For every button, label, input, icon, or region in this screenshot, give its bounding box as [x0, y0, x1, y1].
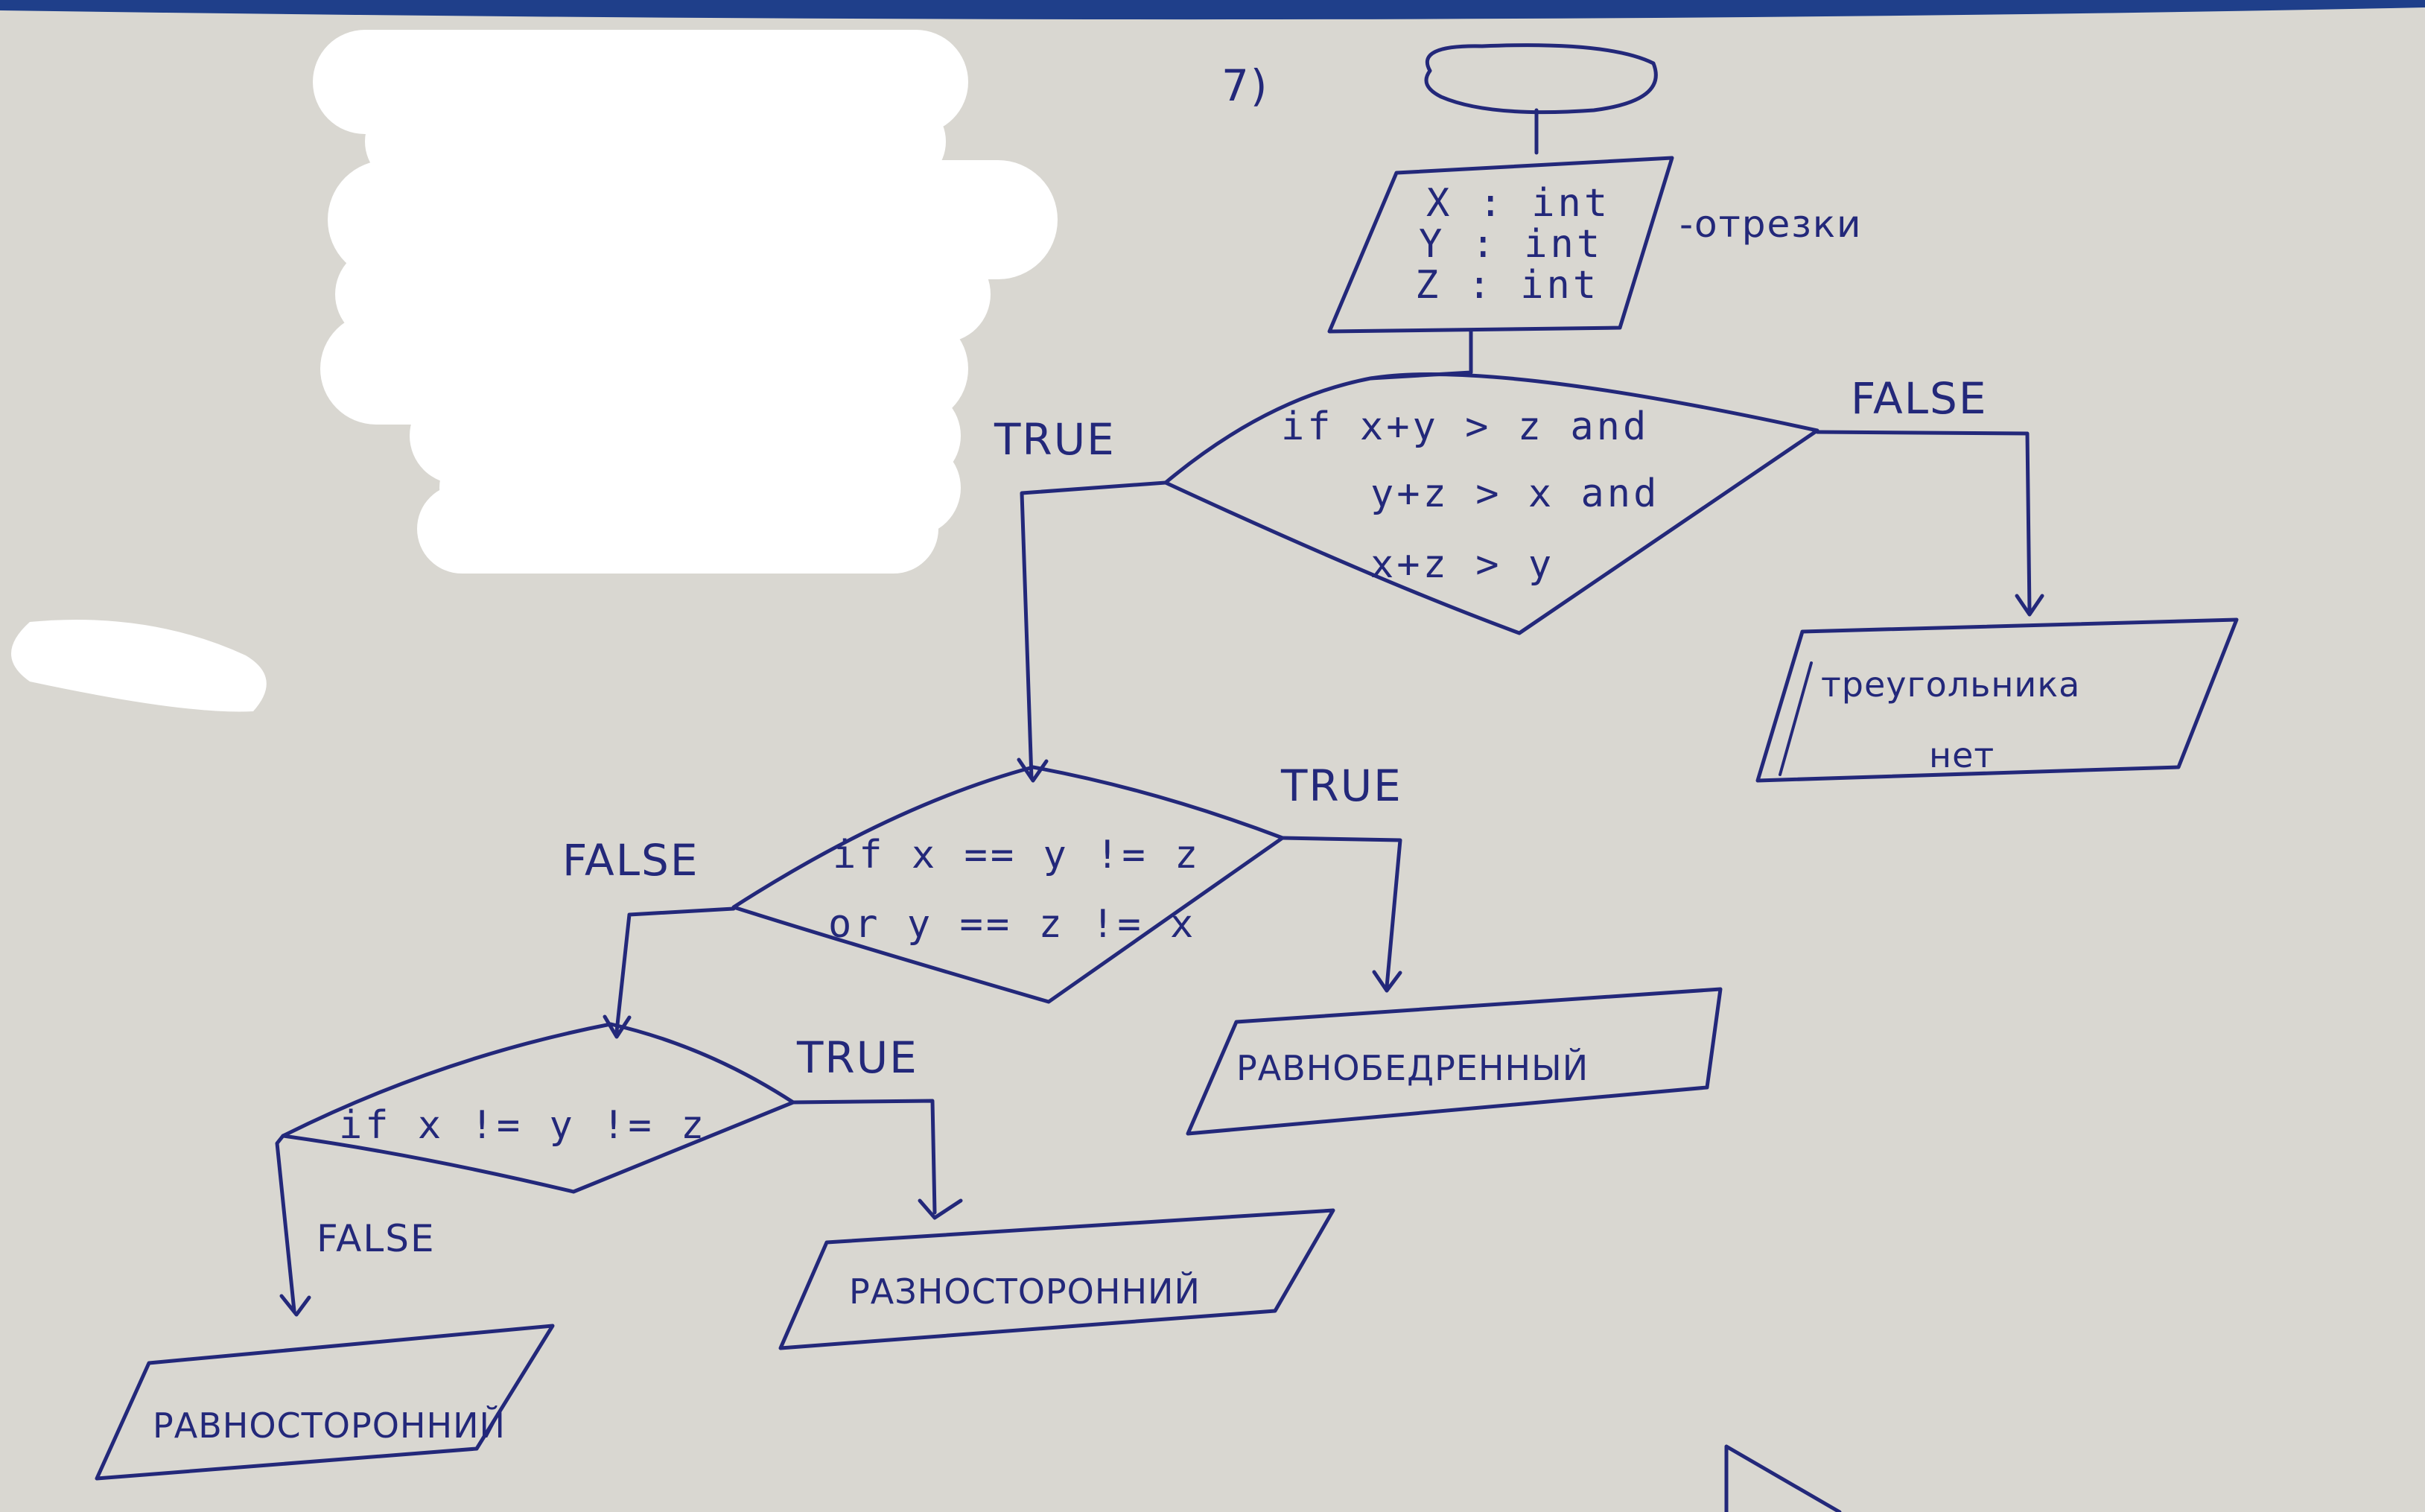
decision-triangle-line-3: x+z > y	[1370, 542, 1554, 587]
input-block: X : int Y : int Z : int -отрезки	[1327, 156, 1863, 334]
redaction-marks	[11, 30, 1058, 712]
input-line-y: Y : int	[1419, 222, 1603, 267]
start-terminal	[1424, 43, 1658, 155]
decision-scalene: if x != y != z TRUE FALSE	[281, 1022, 918, 1260]
decision-isosceles: if x == y != z or y == z != x TRUE FALSE	[562, 760, 1402, 1004]
output-equilateral: РАВНОСТОРОННИЙ	[95, 1324, 555, 1481]
diagram-number: 7)	[1221, 60, 1269, 111]
connector-true-isosceles	[1280, 836, 1402, 993]
decision-triangle-true-label: TRUE	[994, 414, 1116, 465]
input-line-z: Z : int	[1415, 263, 1599, 308]
input-note: -отрезки	[1679, 203, 1863, 246]
decision-scalene-true-label: TRUE	[796, 1032, 918, 1083]
decision-isosceles-line-2: or y == z != x	[828, 902, 1196, 947]
output-no-triangle-line-1: треугольника	[1821, 664, 2080, 705]
decision-isosceles-true-label: TRUE	[1280, 760, 1402, 811]
partial-shape-edge	[1724, 1444, 1842, 1512]
output-no-triangle-line-2: нет	[1929, 735, 1995, 775]
connector-input-to-decision	[1368, 329, 1473, 381]
decision-scalene-line-1: if x != y != z	[339, 1103, 707, 1148]
top-strip	[0, 0, 2425, 20]
connector-false-no-triangle	[1815, 430, 2044, 617]
connector-false-scalene	[275, 1134, 311, 1317]
decision-isosceles-line-1: if x == y != z	[833, 833, 1201, 877]
output-no-triangle: треугольника нет	[1755, 617, 2239, 783]
decision-scalene-false-label: FALSE	[317, 1217, 436, 1260]
decision-triangle-exists: if x+y > z and y+z > x and x+z > y TRUE …	[994, 372, 1988, 635]
decision-isosceles-false-label: FALSE	[562, 835, 699, 886]
input-line-x: X : int	[1426, 181, 1610, 226]
output-isosceles: РАВНОБЕДРЕННЫЙ	[1186, 987, 1723, 1136]
connector-true-scalene	[791, 1099, 963, 1220]
connector-true-to-isosceles	[1017, 480, 1168, 783]
output-scalene: РАЗНОСТОРОННИЙ	[778, 1208, 1335, 1350]
output-equilateral-text: РАВНОСТОРОННИЙ	[153, 1405, 506, 1446]
output-isosceles-text: РАВНОБЕДРЕННЫЙ	[1236, 1048, 1589, 1088]
decision-triangle-line-1: if x+y > z and	[1281, 404, 1649, 449]
decision-triangle-line-2: y+z > x and	[1370, 471, 1659, 516]
connector-false-isosceles	[603, 906, 736, 1039]
output-scalene-text: РАЗНОСТОРОННИЙ	[849, 1271, 1201, 1312]
decision-triangle-false-label: FALSE	[1851, 373, 1988, 424]
